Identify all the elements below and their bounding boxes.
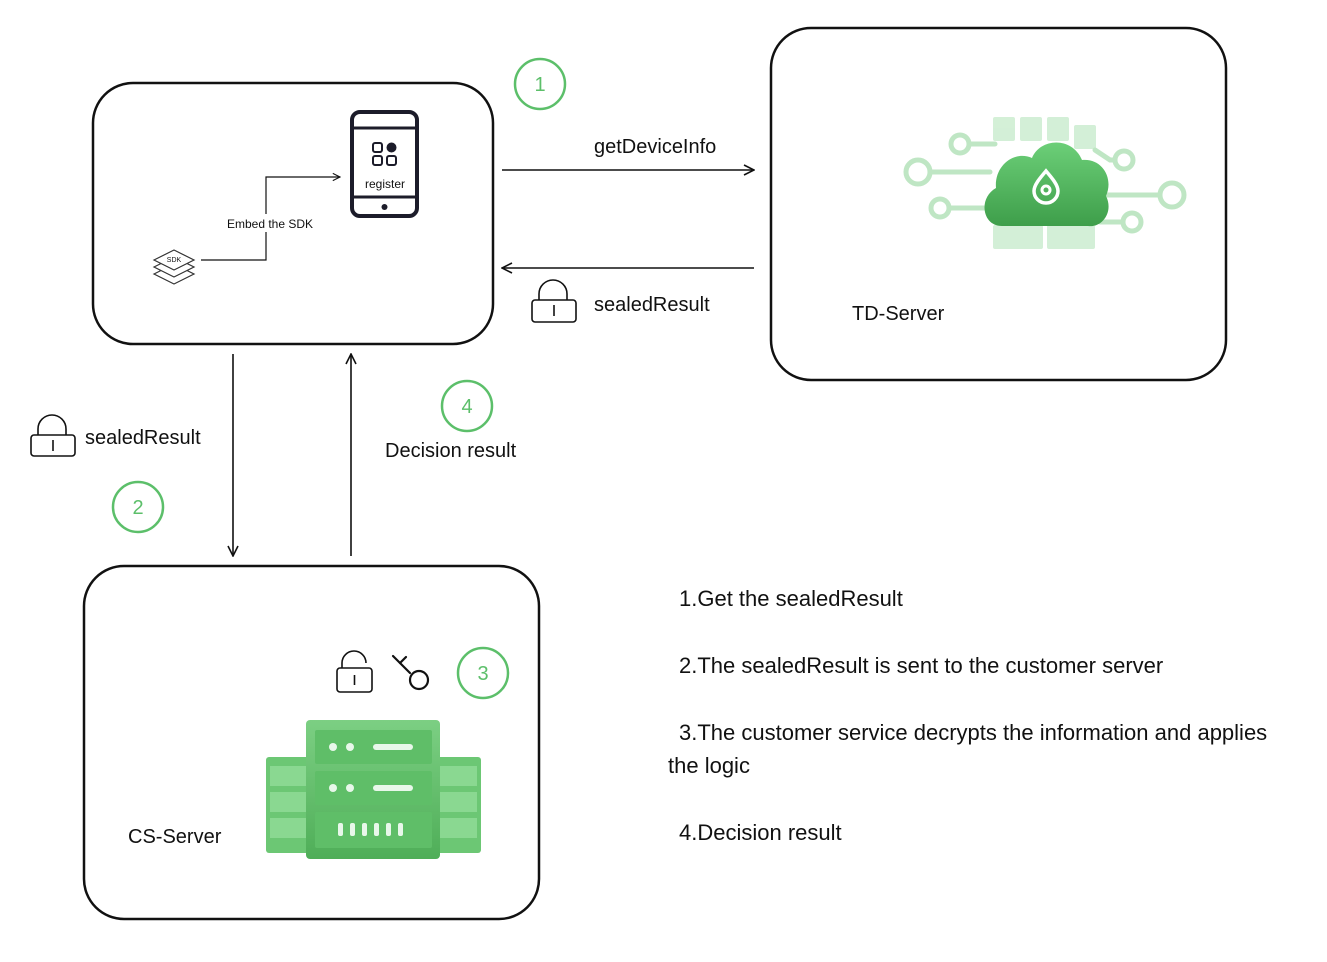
step-text-4: 4.Decision result [679,820,842,845]
svg-text:1: 1 [534,74,545,96]
sdk-label: SDK [167,257,182,264]
server-rack-icon [266,720,481,859]
sealed-result-td-label: sealedResult [594,294,710,316]
embed-sdk-label: Embed the SDK [227,217,313,231]
get-device-info-label: getDeviceInfo [594,136,716,158]
step-text-3: 3.The customer service decrypts the info… [668,720,1268,778]
phone-icon [350,110,419,218]
step-badge-3: 3 [456,646,510,700]
svg-text:3: 3 [477,663,488,685]
step-badge-4: 4 [440,379,494,433]
cloud-network-icon [903,117,1187,249]
svg-text:4: 4 [461,396,472,418]
decision-result-label: Decision result [385,440,517,462]
svg-text:2: 2 [132,497,143,519]
step-text-2: 2.The sealedResult is sent to the custom… [679,653,1164,678]
key-icon [391,654,430,691]
steps-list: 1.Get the sealedResult 2.The sealedResul… [668,582,1288,883]
app-box [91,81,495,346]
cs-server-label: CS-Server [128,826,222,848]
sealed-result-cs-label: sealedResult [85,427,201,449]
phone-label: register [365,177,405,191]
step-text-1: 1.Get the sealedResult [679,586,903,611]
unlocked-padlock-icon [336,650,373,693]
step-badge-1: 1 [513,57,567,111]
sdk-stack-icon [152,249,196,285]
padlock-icon [531,279,577,323]
td-server-label: TD-Server [852,303,945,325]
step-badge-2: 2 [111,480,165,534]
padlock-icon [30,414,76,457]
